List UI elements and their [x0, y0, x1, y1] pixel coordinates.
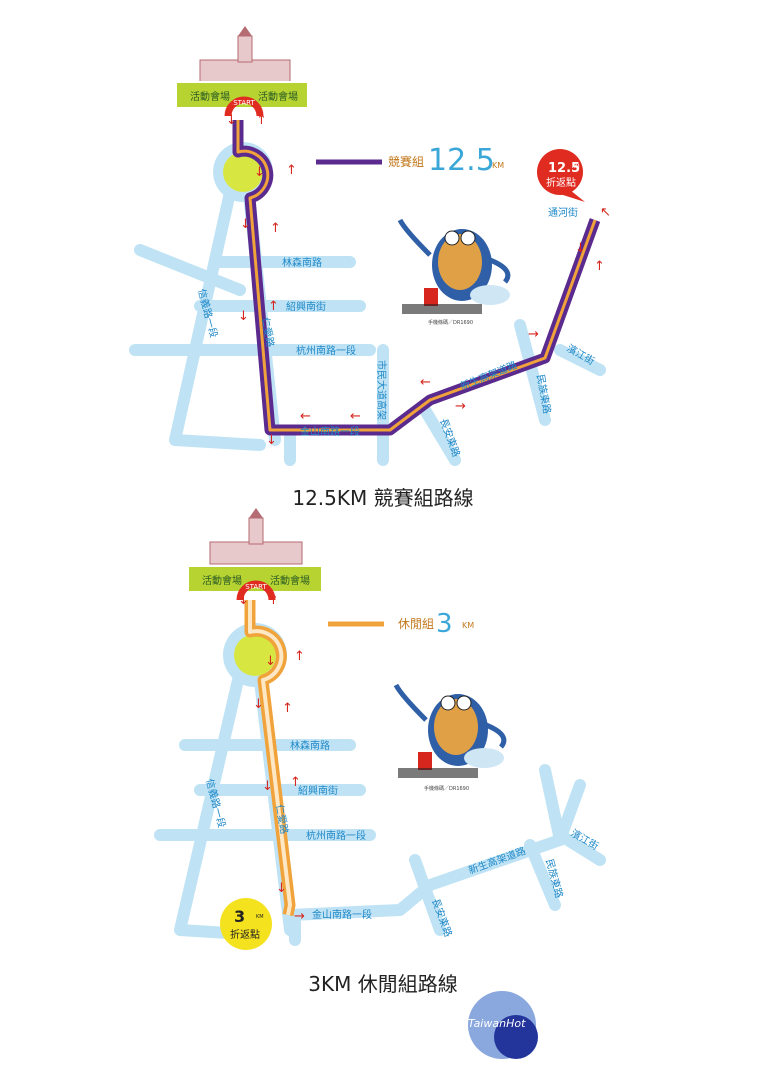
- presidential-building-icon: [209, 508, 303, 565]
- route-arrows: ↓ ↑ ↓ ↑ ↓ ↑ ↓ ↑ ↓ →: [238, 593, 305, 924]
- route-arrows: ↓ ↑ ↓ ↑ ↓ ↑ ↓ ↑ ↓ ← ← ← → → ↑ ↓ ↖: [226, 113, 611, 448]
- presidential-building-icon: [199, 26, 291, 83]
- venue-left-label: 活動會場: [202, 574, 242, 587]
- svg-text:↓: ↓: [254, 165, 265, 180]
- taiwanhot-logo: TaiwanHot: [468, 991, 538, 1059]
- venue-right-label: 活動會場: [270, 574, 310, 587]
- start-label: START: [245, 583, 267, 591]
- svg-text:↑: ↑: [282, 701, 293, 716]
- mascot-icon: 手機條碼／DR1690: [393, 683, 507, 792]
- svg-text:↑: ↑: [268, 299, 279, 314]
- mascot-icon: 手機條碼／DR1690: [397, 218, 511, 326]
- logo-text: TaiwanHot: [468, 1017, 526, 1030]
- race-route-inner: [236, 120, 597, 432]
- caption-leisure: 3KM 休閒組路線: [308, 972, 458, 996]
- svg-text:↑: ↑: [290, 775, 301, 790]
- start-arch: [236, 580, 276, 601]
- turn-unit: KM: [256, 914, 264, 920]
- svg-text:→: →: [455, 399, 466, 414]
- svg-text:←: ←: [300, 409, 311, 424]
- svg-text:↑: ↑: [256, 113, 267, 128]
- street-hangzhou: 杭州南路一段: [306, 829, 366, 842]
- road-binjiang: [554, 829, 606, 866]
- svg-text:↑: ↑: [294, 649, 305, 664]
- svg-text:↑: ↑: [286, 163, 297, 178]
- svg-text:↑: ↑: [268, 593, 279, 608]
- legend-unit: KM: [462, 621, 474, 630]
- road-changan: [409, 854, 446, 936]
- street-linsen: 林森南路: [282, 256, 322, 269]
- street-tonghe: 通河街: [548, 206, 578, 219]
- svg-text:↑: ↑: [270, 221, 281, 236]
- start-label: START: [233, 99, 255, 107]
- legend-label: 休閒組: [398, 617, 434, 631]
- svg-text:↓: ↓: [262, 779, 273, 794]
- roundabout-center: [234, 634, 276, 676]
- svg-text:↓: ↓: [265, 654, 276, 669]
- street-linsen: 林森南路: [290, 739, 330, 752]
- street-hangzhou: 杭州南路一段: [296, 344, 356, 357]
- leisure-route-inner: [248, 600, 292, 916]
- venue-banner: [175, 81, 309, 109]
- street-shaoxing: 紹興南街: [298, 784, 338, 797]
- street-jinshan: 金山南路一段: [300, 425, 360, 438]
- turnaround-marker: 12.5 KM 折返點: [537, 149, 585, 202]
- legend-label: 競賽組: [388, 154, 424, 169]
- svg-text:↓: ↓: [266, 433, 277, 448]
- svg-text:↓: ↓: [253, 697, 264, 712]
- venue-banner: [187, 565, 323, 593]
- road-xinsheng-branch: [539, 764, 566, 846]
- road-binjiang: [554, 344, 606, 376]
- street-shimin: 市民大道高架: [375, 360, 388, 420]
- start-arch: [224, 96, 264, 117]
- svg-text:↖: ↖: [600, 205, 611, 220]
- venue-right-label: 活動會場: [258, 90, 298, 103]
- road-changan: [419, 404, 461, 466]
- road-xinyi-upper: [134, 244, 246, 296]
- svg-text:←: ←: [350, 409, 361, 424]
- turn-unit: KM: [572, 164, 580, 170]
- legend-value: 3: [436, 609, 453, 639]
- svg-text:→: →: [294, 909, 305, 924]
- road-network: [154, 644, 606, 946]
- caption-race: 12.5KM 競賽組路線: [292, 486, 474, 510]
- street-shaoxing: 紹興南街: [286, 300, 326, 313]
- turn-value: 12.5: [548, 161, 580, 176]
- turn-label: 折返點: [546, 176, 576, 189]
- roundabout-center: [223, 152, 263, 192]
- mascot-copyright: 手機條碼／DR1690: [424, 785, 469, 792]
- turn-value: 3: [234, 907, 245, 926]
- svg-text:↓: ↓: [575, 241, 586, 256]
- legend-value: 12.5: [428, 143, 495, 178]
- svg-text:←: ←: [420, 375, 431, 390]
- svg-text:→: →: [528, 327, 539, 342]
- svg-text:↑: ↑: [594, 259, 605, 274]
- svg-text:↓: ↓: [238, 309, 249, 324]
- svg-text:↓: ↓: [238, 593, 249, 608]
- svg-text:↓: ↓: [240, 217, 251, 232]
- leisure-route-map: ↓ ↑ ↓ ↑ ↓ ↑ ↓ ↑ ↓ → 活動會場 活動會場 START 林森南路 紹興南街…: [154, 508, 606, 950]
- road-minquan: [524, 839, 561, 911]
- race-route-map: ↓ ↑ ↓ ↑ ↓ ↑ ↓ ↑ ↓ ← ← ← → → ↑ ↓ ↖ 活動會場 活動會場 STAR…: [129, 26, 611, 466]
- legend-unit: KM: [492, 161, 504, 170]
- mascot-copyright: 手機條碼／DR1690: [428, 319, 473, 326]
- road-minquan: [514, 319, 551, 426]
- svg-text:↓: ↓: [226, 113, 237, 128]
- venue-left-label: 活動會場: [190, 90, 230, 103]
- svg-text:↓: ↓: [276, 881, 287, 896]
- street-jinshan: 金山南路一段: [312, 908, 372, 921]
- turnaround-marker: 3 KM 折返點: [220, 898, 272, 950]
- turn-label: 折返點: [230, 928, 260, 941]
